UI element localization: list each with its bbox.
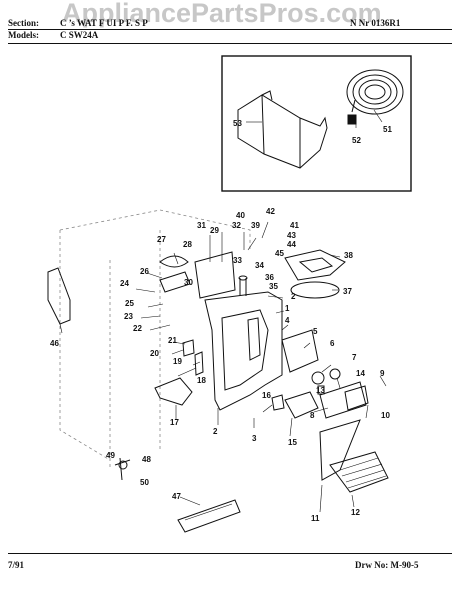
part-number-label: 52 <box>352 136 361 145</box>
part-16 <box>271 394 285 411</box>
part-number-label: 51 <box>383 125 392 134</box>
housing-outline <box>59 209 251 470</box>
part-number-label: 21 <box>168 336 177 345</box>
part-number-label: 46 <box>50 339 59 348</box>
part-number-label: 12 <box>351 508 360 517</box>
plate-11 <box>319 419 361 481</box>
part-number-label: 19 <box>173 357 182 366</box>
part-number-label: 31 <box>197 221 206 230</box>
watermark: AppliancePartsPros.com <box>62 0 382 28</box>
part-number-label: 5 <box>313 327 318 336</box>
panel-1-inner <box>221 309 269 391</box>
part-number-label: 41 <box>290 221 299 230</box>
fitting-52 <box>347 114 357 125</box>
panel-1-slot <box>247 317 261 361</box>
part-number-label: 32 <box>232 221 241 230</box>
part-number-label: 35 <box>269 282 278 291</box>
part-number-label: 4 <box>285 316 290 325</box>
part-number-label: 50 <box>140 478 149 487</box>
part-number-label: 2 <box>213 427 218 436</box>
part-number-label: 29 <box>210 226 219 235</box>
part-number-label: 9 <box>380 369 385 378</box>
part-number-label: 15 <box>288 438 297 447</box>
part-number-label: 16 <box>262 391 271 400</box>
plate-47 <box>177 499 241 533</box>
part-number-label: 18 <box>197 376 206 385</box>
part-label-layer: 5352514240413932433129442728453334382630… <box>50 119 392 523</box>
footer-rule <box>8 553 452 554</box>
bracket-53-detail <box>261 90 301 168</box>
part-number-label: 3 <box>252 434 257 443</box>
seal-37 <box>290 281 340 299</box>
part-number-label: 30 <box>184 278 193 287</box>
part-number-label: 14 <box>356 369 365 378</box>
part-number-label: 28 <box>183 240 192 249</box>
part-number-label: 2 <box>291 292 296 301</box>
part-number-label: 34 <box>255 261 264 270</box>
part-number-label: 39 <box>251 221 260 230</box>
part-number-label: 23 <box>124 312 133 321</box>
part-number-label: 1 <box>285 304 290 313</box>
part-number-label: 8 <box>310 411 315 420</box>
part-27 <box>159 255 189 268</box>
bracket-53 <box>237 94 328 169</box>
section-text: C ’s WAT F UI P F. S P <box>60 18 148 28</box>
part-number-label: 38 <box>344 251 353 260</box>
strip-46 <box>47 267 71 325</box>
part-number-label: 53 <box>233 119 242 128</box>
part-number-label: 13 <box>316 386 325 395</box>
plate-26 <box>159 271 191 293</box>
part-number-label: 17 <box>170 418 179 427</box>
header-rule-top <box>8 29 452 30</box>
part-number-label: 26 <box>140 267 149 276</box>
part-number-label: 25 <box>125 299 134 308</box>
bracket-30 <box>194 251 236 299</box>
part-number-label: 37 <box>343 287 352 296</box>
models-label: Models: <box>8 30 39 40</box>
models-text: C SW24A <box>60 30 99 40</box>
coil-51 <box>346 69 404 115</box>
chute-38 <box>284 249 346 281</box>
part-number-label: 36 <box>265 273 274 282</box>
part-number-label: 7 <box>352 353 357 362</box>
bracket-17 <box>154 377 193 406</box>
part-number-label: 40 <box>236 211 245 220</box>
tube-36 <box>239 278 247 296</box>
part-20 <box>182 339 195 357</box>
footer-drawing-number: Drw No: M-90-5 <box>355 560 419 570</box>
drawing-code: N Nr 0136R1 <box>350 18 401 28</box>
section-label: Section: <box>8 18 39 28</box>
footer-date: 7/91 <box>8 560 25 570</box>
knob-7 <box>329 368 341 380</box>
tray-15 <box>284 391 319 419</box>
part-number-label: 6 <box>330 339 335 348</box>
panel-1 <box>204 291 283 411</box>
chute-38-inner <box>298 257 334 273</box>
part-number-label: 24 <box>120 279 129 288</box>
part-number-label: 47 <box>172 492 181 501</box>
part-13 <box>317 385 325 395</box>
part-5 <box>281 329 319 373</box>
knob-6 <box>311 371 325 385</box>
part-number-label: 10 <box>381 411 390 420</box>
part-8 <box>319 381 367 419</box>
part-number-label: 22 <box>133 324 142 333</box>
part-number-label: 42 <box>266 207 275 216</box>
part-number-label: 11 <box>311 514 320 523</box>
part-number-label: 45 <box>275 249 284 258</box>
part-number-label: 27 <box>157 235 166 244</box>
part-number-label: 33 <box>233 256 242 265</box>
part-number-label: 49 <box>106 451 115 460</box>
grille-12 <box>329 451 389 493</box>
part-number-label: 48 <box>142 455 151 464</box>
part-number-label: 44 <box>287 240 296 249</box>
inset-box <box>221 55 412 192</box>
part-number-label: 43 <box>287 231 296 240</box>
part-number-label: 20 <box>150 349 159 358</box>
header-rule-bottom <box>8 43 452 44</box>
